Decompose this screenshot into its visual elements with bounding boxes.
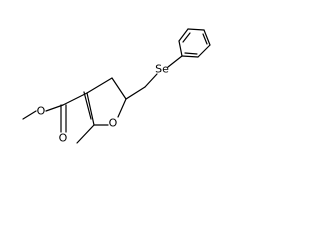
bond-phenyl-6 (181, 55, 199, 58)
bond-ester-o-carbonyl-carbon (45, 104, 64, 112)
bond-ring-c3-c4 (86, 77, 113, 94)
atom-label-ester-oxygen: O (37, 105, 46, 118)
bond-se-phenyl (167, 55, 183, 68)
bond-ring-c2-c3-double (83, 91, 92, 120)
bond-ring-c5-o (117, 98, 127, 118)
bond-phenyl-4 (203, 29, 211, 46)
bond-phenyl-2 (178, 28, 189, 42)
bond-phenyl-inner-a (182, 32, 191, 43)
bond-phenyl-1 (178, 40, 183, 57)
atom-label-carbonyl-oxygen: O (59, 132, 68, 145)
atom-label-selenium: Se (155, 63, 169, 76)
molecule-structure-diagram: O O O Se (22, 28, 211, 145)
bond-methoxy-methyl (22, 110, 37, 120)
bond-phenyl-5 (197, 44, 211, 58)
bond-ring-c4-c5 (111, 77, 127, 100)
bond-phenyl-inner-c (184, 52, 198, 55)
bond-ring-methyl (76, 124, 95, 144)
atom-label-ring-oxygen: O (109, 117, 118, 130)
bond-phenyl-inner-b (202, 33, 208, 45)
bond-phenyl-3 (187, 28, 205, 31)
bond-ring-to-ch2 (125, 86, 146, 100)
bond-carbonyl-to-ring (62, 92, 88, 106)
bond-ch2-se (144, 73, 158, 88)
bond-ring-c2-c3 (86, 92, 95, 126)
